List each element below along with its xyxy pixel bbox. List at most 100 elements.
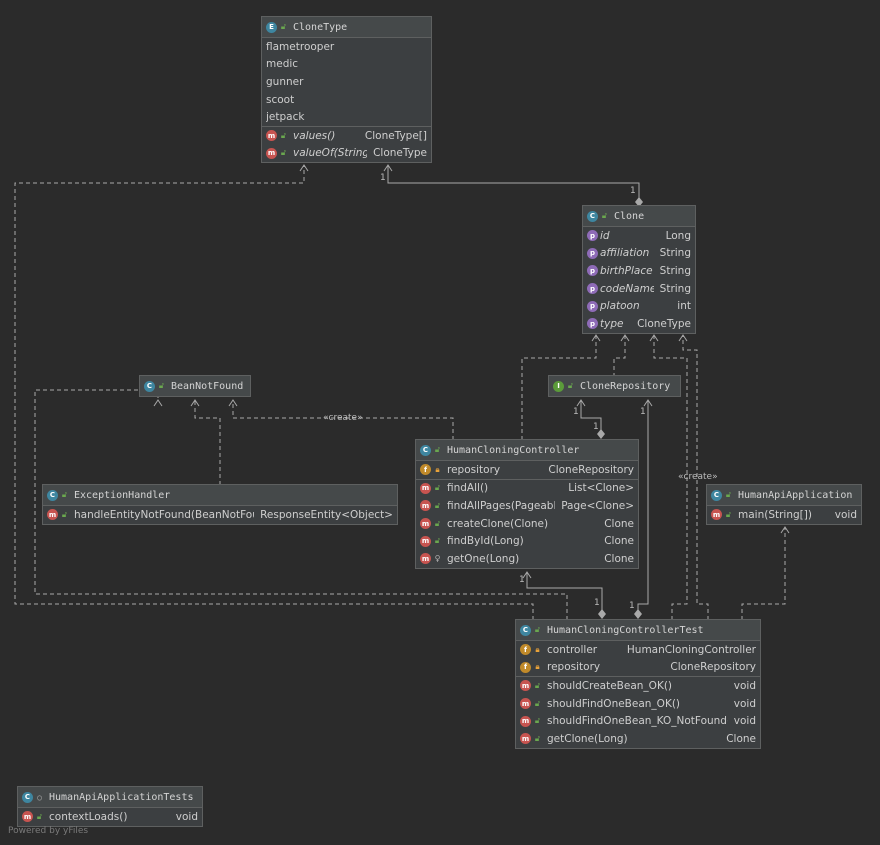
arrowhead — [522, 571, 532, 579]
method-icon: m — [22, 811, 33, 823]
method-icon: m — [420, 535, 431, 547]
diamond — [598, 609, 606, 619]
arrowhead — [591, 334, 601, 342]
create-stereotype-label: «create» — [323, 413, 363, 423]
arrowhead — [576, 399, 586, 407]
public-icon: 🔓︎ — [434, 483, 441, 493]
arrowhead — [228, 399, 238, 407]
property-icon: p — [587, 265, 598, 277]
arrowhead — [649, 334, 659, 342]
node-clonerepository[interactable]: I🔓︎ CloneRepository — [548, 375, 681, 397]
method-row: m🔓︎getClone(Long)Clone — [520, 732, 756, 745]
public-icon: 🔓︎ — [36, 811, 43, 821]
edge-test-to-clonetype — [14, 165, 534, 620]
field-icon: f — [520, 644, 531, 656]
class-icon: C — [587, 210, 598, 222]
arrowhead — [153, 399, 163, 407]
package-private-icon: ○ — [37, 792, 42, 802]
edge-test-to-humanapiapp — [741, 527, 786, 620]
node-header: C🔓︎ BeanNotFound — [140, 376, 250, 396]
public-icon: 🔓︎ — [434, 445, 441, 454]
multiplicity-label: 1 — [629, 601, 635, 611]
enum-constant: medic — [266, 58, 299, 71]
public-icon: 🔓︎ — [534, 680, 541, 690]
enum-constant: flametrooper — [266, 40, 335, 53]
method-icon: m — [520, 680, 531, 692]
method-row: m🔓︎contextLoads()void — [22, 810, 198, 823]
edge-repo-to-clone — [613, 335, 626, 377]
class-icon: C — [144, 380, 155, 392]
methods-section: m🔓︎findAll()List<Clone> m🔓︎findAllPages(… — [416, 480, 638, 568]
public-icon: 🔓︎ — [534, 625, 541, 634]
arrowhead — [678, 334, 688, 342]
field-icon: f — [420, 464, 431, 476]
class-icon: C — [420, 444, 431, 456]
method-icon: m — [520, 733, 531, 745]
method-row: m🔓︎findAllPages(Pageable)Page<Clone> — [420, 499, 634, 512]
node-humanapiapplicationtests[interactable]: C○ HumanApiApplicationTests m🔓︎contextLo… — [17, 786, 203, 827]
edge-exceptionhandler-to-beannotfound — [194, 400, 221, 485]
diamond — [597, 429, 605, 439]
node-title: BeanNotFound — [171, 380, 244, 392]
methods-section: m🔓︎ values()CloneType[] m🔓︎ valueOf(Stri… — [262, 127, 431, 162]
constants-section: flametrooper medic gunner scoot jetpack — [262, 38, 431, 127]
property-icon: p — [587, 247, 598, 259]
node-title: CloneRepository — [580, 380, 671, 392]
arrowhead — [190, 399, 200, 407]
public-icon: 🔓︎ — [725, 490, 732, 499]
multiplicity-label: 1 — [594, 598, 600, 608]
methods-section: m🔓︎main(String[])void — [707, 506, 861, 524]
multiplicity-label: 1 — [593, 422, 599, 432]
private-lock-icon: 🔒︎ — [535, 644, 540, 654]
method-row: m🔓︎ valueOf(String)CloneType — [266, 147, 427, 160]
node-beannotfound[interactable]: C🔓︎ BeanNotFound — [139, 375, 251, 397]
method-icon: m — [420, 553, 431, 565]
private-lock-icon: 🔒︎ — [535, 662, 540, 672]
node-humanapiapplication[interactable]: C🔓︎ HumanApiApplication m🔓︎main(String[]… — [706, 484, 862, 525]
public-icon: 🔓︎ — [434, 518, 441, 528]
node-title: ExceptionHandler — [74, 489, 171, 501]
node-header: E 🔓︎ CloneType — [262, 17, 431, 38]
edge-controller-composition — [526, 572, 603, 614]
method-row: m🔓︎findAll()List<Clone> — [420, 482, 634, 495]
node-header: I🔓︎ CloneRepository — [549, 376, 680, 396]
node-clonetype[interactable]: E 🔓︎ CloneType flametrooper medic gunner… — [261, 16, 432, 164]
diamond — [634, 609, 642, 619]
node-title: HumanCloningController — [447, 444, 580, 456]
methods-section: m🔓︎handleEntityNotFound(BeanNotFound)Res… — [43, 506, 397, 524]
method-icon: m — [711, 509, 722, 521]
method-icon: m — [420, 482, 431, 494]
method-row: m🔓︎main(String[])void — [711, 508, 857, 521]
class-icon: C — [520, 624, 531, 636]
node-header: C🔓︎ ExceptionHandler — [43, 485, 397, 506]
multiplicity-label: 1 — [380, 173, 386, 183]
node-exceptionhandler[interactable]: C🔓︎ ExceptionHandler m🔓︎handleEntityNotF… — [42, 484, 398, 525]
public-icon: 🔓︎ — [534, 716, 541, 726]
footer-credit: Powered by yFiles — [8, 826, 89, 836]
method-icon: m — [47, 509, 58, 521]
arrowhead — [643, 399, 653, 407]
public-icon: 🔓︎ — [61, 490, 68, 499]
interface-icon: I — [553, 380, 564, 392]
enum-icon: E — [266, 21, 277, 33]
node-humancloningcontroller[interactable]: C🔓︎ HumanCloningController f🔒︎repository… — [415, 439, 639, 569]
method-icon: m — [266, 147, 277, 159]
class-icon: C — [47, 489, 58, 501]
node-title: HumanApiApplication — [738, 489, 853, 501]
edge-clonetype-composition — [387, 165, 640, 201]
node-humancloningcontrollertest[interactable]: C🔓︎ HumanCloningControllerTest f🔒︎contro… — [515, 619, 761, 749]
public-icon: 🔓︎ — [434, 500, 441, 510]
edge-test-to-clone-a — [653, 335, 688, 620]
multiplicity-label: 1 — [519, 575, 525, 585]
multiplicity-label: 1 — [640, 407, 646, 417]
public-icon: 🔓︎ — [567, 381, 574, 390]
public-icon: 🔓︎ — [61, 509, 68, 519]
